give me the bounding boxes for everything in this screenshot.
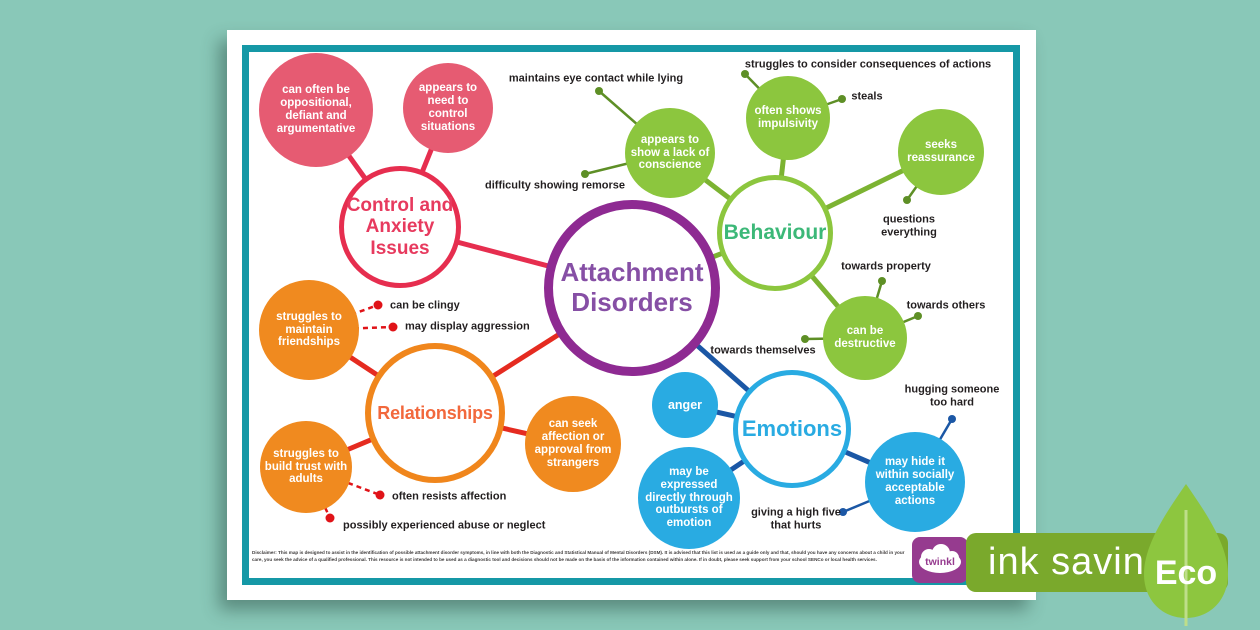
satellite-anger: anger [652,372,718,438]
satellite-lack-of-conscience: appears to show a lack of conscience [625,108,715,198]
eco-leaf-icon: Eco [1144,484,1228,626]
ink-saving-label: ink saving [988,541,1167,583]
leaf-towards-others: towards others [906,299,986,312]
satellite-impulsivity: often shows impulsivity [746,76,830,160]
leaf-maintains-eye-contact: maintains eye contact while lying [508,72,684,85]
leaf-hugging-too-hard: hugging someone too hard [904,383,1000,408]
center-topic-attachment-disorders: Attachment Disorders [544,200,720,376]
leaf-questions-everything: questions everything [881,213,937,238]
twinkl-cloud-icon: twinkl [919,544,961,573]
leaf-steals: steals [851,90,883,103]
leaf-can-be-clingy: can be clingy [390,299,460,312]
branch-emotions-label: Emotions [741,415,843,441]
leaf-difficulty-showing-remorse: difficulty showing remorse [485,179,625,192]
disclaimer-text: Disclaimer: This map is designed to assi… [252,550,905,563]
satellite-oppositional-defiant: can often be oppositional, defiant and a… [259,53,373,167]
leaf-experienced-abuse-or-neglect: possibly experienced abuse or neglect [343,519,546,532]
behaviour-leaf-dots [581,70,922,343]
leaf-high-five-that-hurts: giving a high five that hurts [751,506,841,531]
poster-border [242,45,1020,585]
leaf-towards-property: towards property [841,260,931,273]
branch-emotions: Emotions [733,370,851,488]
emotions-leaf-dots [839,415,956,516]
branch-control-anxiety-issues: Control and Anxiety Issues [339,166,461,288]
satellite-maintain-friendships: struggles to maintain friendships [259,280,359,380]
leaf-towards-themselves: towards themselves [710,344,816,357]
branch-behaviour: Behaviour [717,175,833,291]
leaf-consider-consequences: struggles to consider consequences of ac… [744,58,992,71]
branch-control-label: Control and Anxiety Issues [346,195,454,259]
leaf-often-resists-affection: often resists affection [392,490,507,503]
poster-card: Attachment Disorders Control and Anxiety… [227,30,1036,600]
satellite-outbursts-of-emotion: may be expressed directly through outbur… [638,447,740,549]
satellite-affection-from-strangers: can seek affection or approval from stra… [525,396,621,492]
leaf-may-display-aggression: may display aggression [405,320,530,333]
twinkl-logo-text: twinkl [925,556,955,568]
relationships-leaf-dots [325,300,398,523]
satellite-can-be-destructive: can be destructive [823,296,907,380]
twinkl-logo: twinkl [912,537,968,583]
satellite-seeks-reassurance: seeks reassurance [898,109,984,195]
satellite-hide-within-acceptable-actions: may hide it within socially acceptable a… [865,432,965,532]
branch-relationships: Relationships [365,343,505,483]
eco-label: Eco [1155,554,1217,592]
satellite-need-to-control: appears to need to control situations [403,63,493,153]
branch-relationships-label: Relationships [377,402,493,423]
branch-behaviour-label: Behaviour [723,221,827,245]
center-topic-label: Attachment Disorders [560,257,704,317]
satellite-build-trust: struggles to build trust with adults [260,421,352,513]
